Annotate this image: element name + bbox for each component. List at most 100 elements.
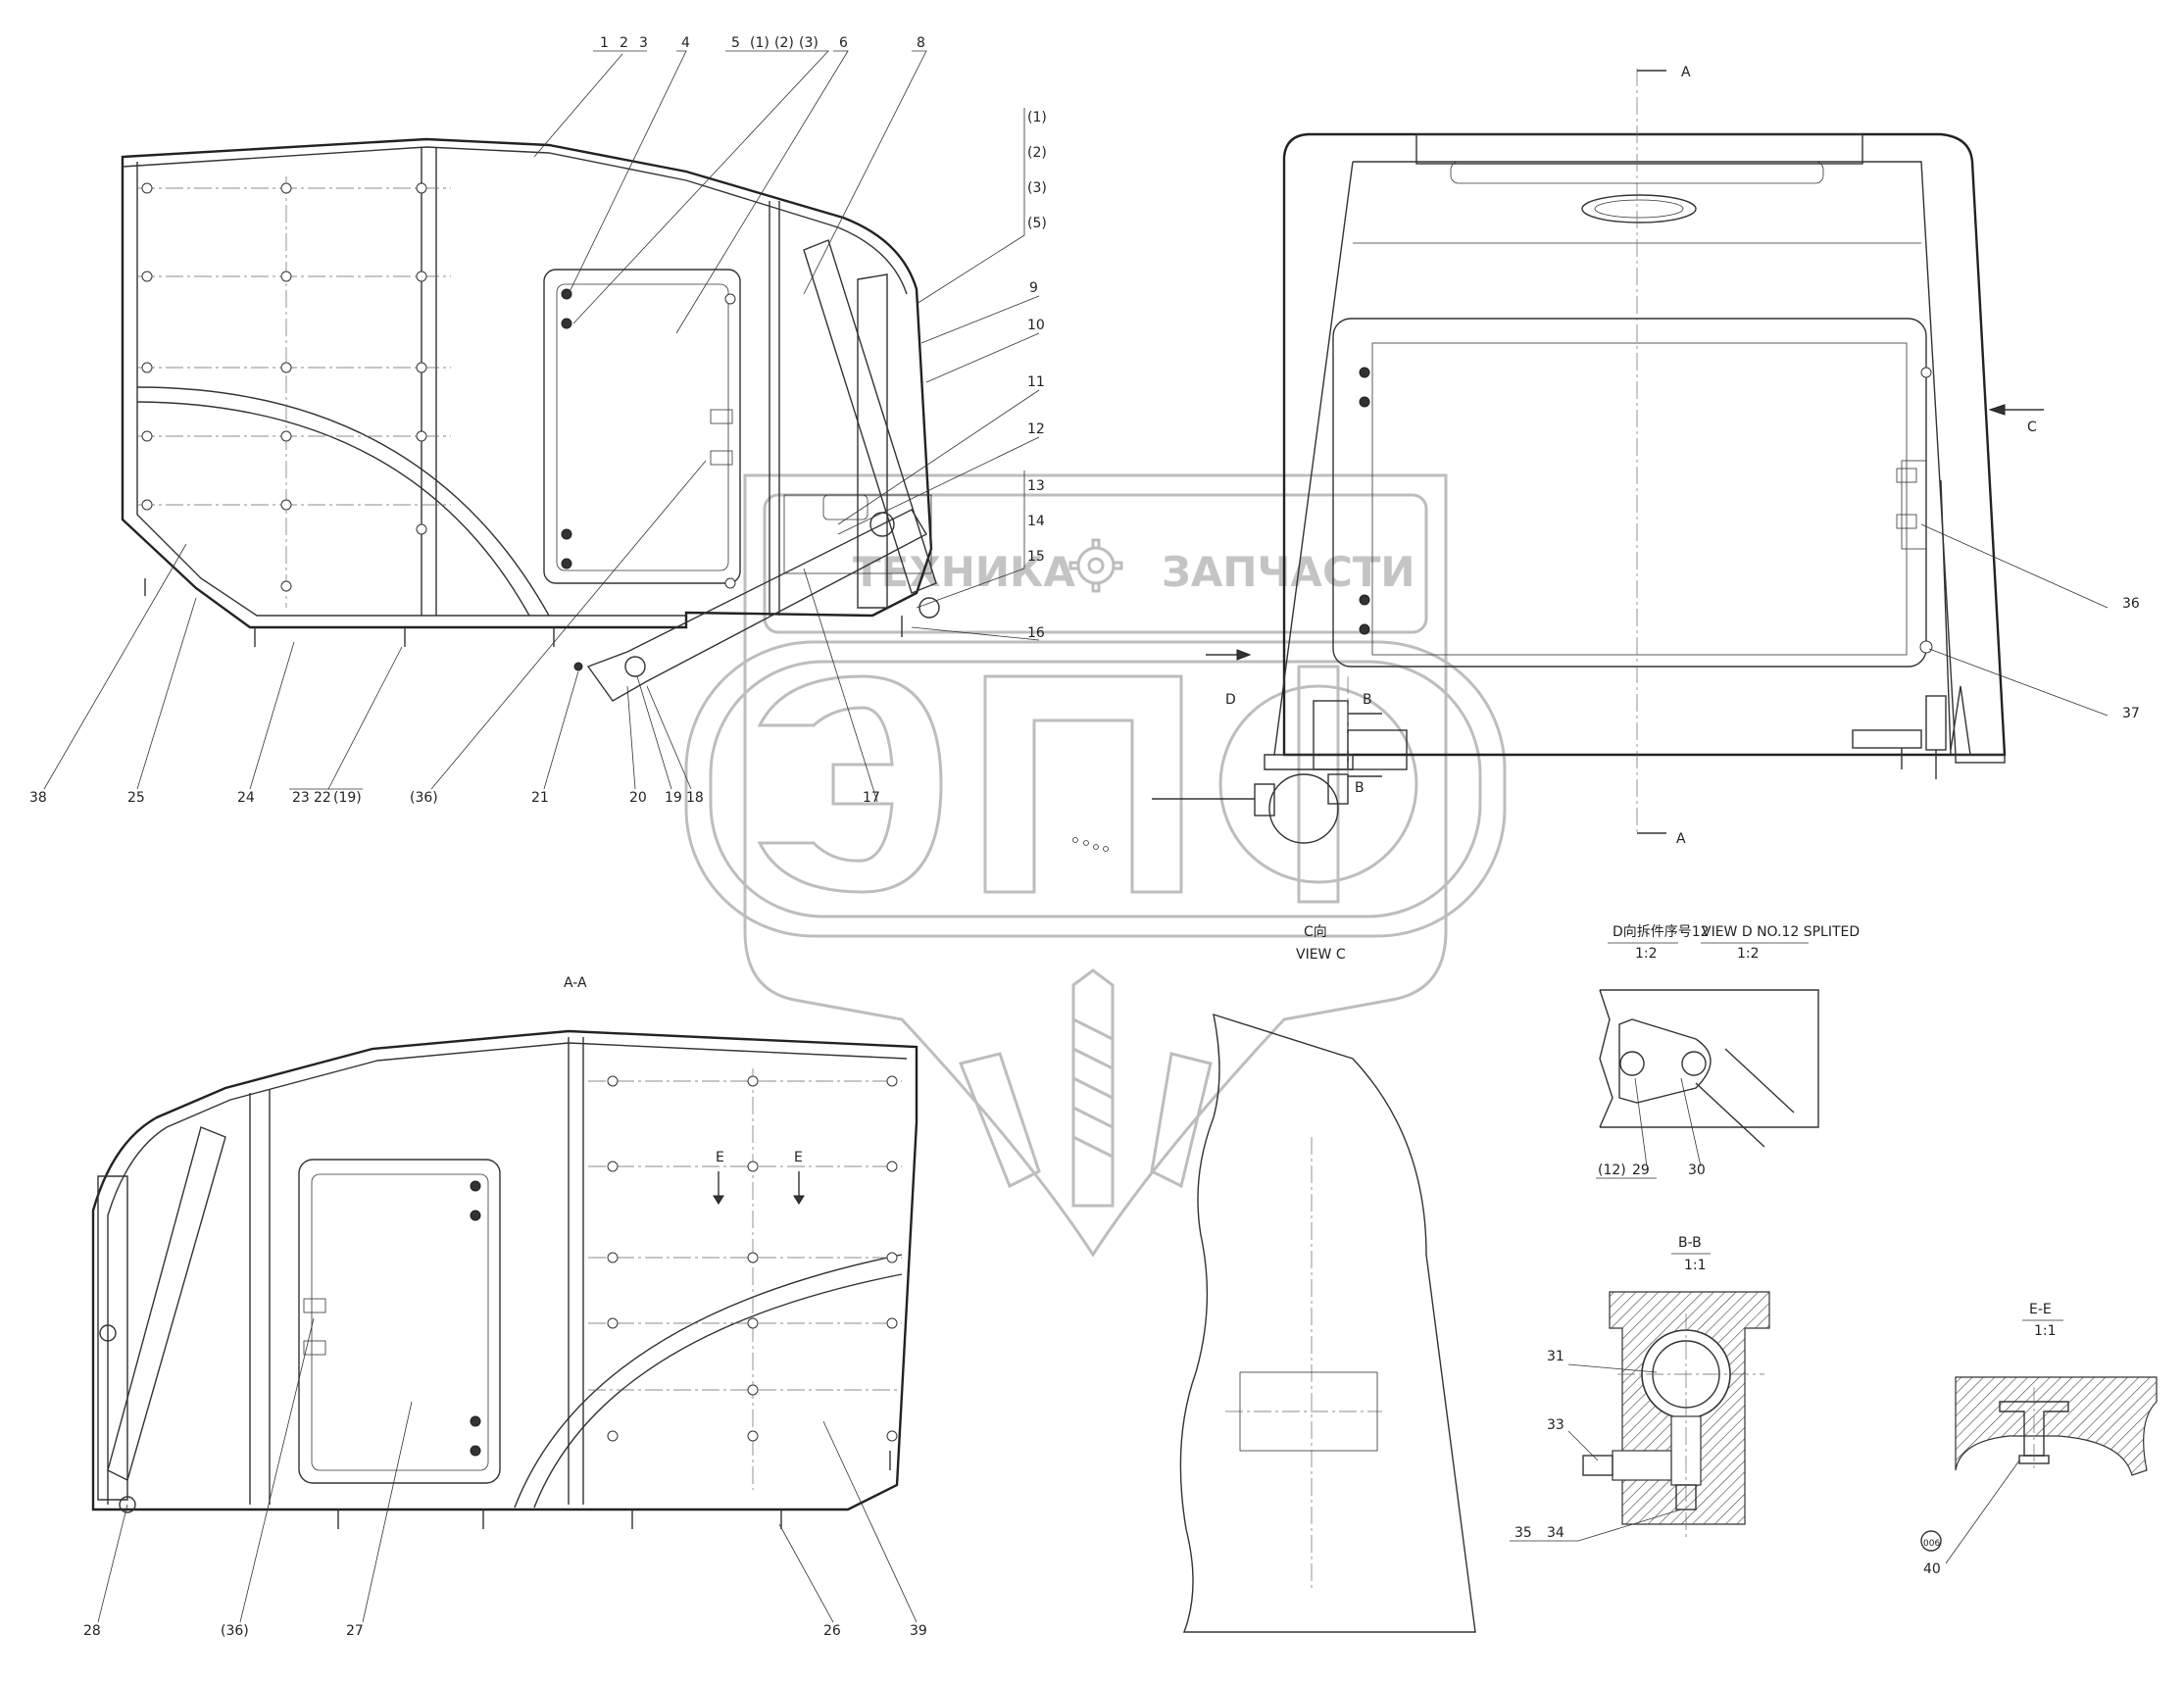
watermark-text-right: ЗАПЧАСТИ [1162,548,1415,596]
callout-label: 11 [1027,374,1045,390]
callout-label: 31 [1547,1349,1564,1364]
callout-label: 28 [83,1623,101,1639]
callout-label: VIEW C [1296,947,1346,963]
watermark-panel-big-inner [709,660,1482,918]
callout-label: 17 [863,790,880,806]
callout-label: 1 [600,35,609,51]
callout-label: 35 [1514,1525,1532,1541]
front-window [1332,318,1927,668]
gas-spring-arm [586,509,927,702]
callout-label: (12) [1598,1163,1626,1178]
callout-label: 25 [127,790,145,806]
callout-label: 34 [1547,1525,1564,1541]
callout-label: 14 [1027,514,1045,529]
callout-label: 39 [910,1623,927,1639]
callout-label: D向拆件序号12 [1613,924,1710,940]
hole-grid-aa [588,1068,902,1490]
callout-label: (36) [221,1623,249,1639]
callout-label: A [1681,65,1691,80]
watermark-panel-top [763,493,1428,634]
hole-grid-left [137,176,451,608]
watermark-big-letters [757,665,1418,904]
callout-label: 13 [1027,478,1045,494]
callout-label: 37 [2122,706,2140,721]
gear-icon [1068,538,1123,593]
callout-label: 40 [1923,1561,1941,1577]
callout-label: E [716,1150,724,1165]
callout-label: 9 [1029,280,1038,296]
watermark-shield [743,473,1448,1258]
callout-label: (36) [410,790,438,806]
callout-label: A [1676,831,1686,847]
callout-label: (2) [1027,145,1047,161]
callout-label: 1:2 [1635,946,1658,962]
door-window-left [543,269,741,584]
callout-label: (1) [1027,110,1047,125]
callouts-top-left: 1 2 3 4 5 (1) (2) (3) 6 8 (1) (2) (3) (5… [29,35,1047,806]
watermark: ТЕХНИКА ЗАПЧАСТИ [684,473,1507,1258]
callout-label: (5) [1027,216,1047,231]
callout-label: E [794,1150,803,1165]
callout-label: 1:1 [1684,1258,1707,1273]
callout-label: 21 [531,790,549,806]
callout-label: 24 [237,790,255,806]
callout-label: 29 [1632,1163,1650,1178]
callout-label: C [2027,420,2037,435]
section-aa-outline [91,1029,918,1511]
callout-label: E-E [2029,1302,2052,1317]
callout-label: 19 [665,790,682,806]
view-c-outline [1179,1013,1476,1633]
view-d-detail: D向拆件序号12 1:2 VIEW D NO.12 SPLITED 1:2 (1… [1596,924,1860,1179]
callout-label: 10 [1027,318,1045,333]
callout-label: (1) [750,35,769,51]
callout-label: VIEW D NO.12 SPLITED [1702,924,1860,940]
callout-label: 38 [29,790,47,806]
side-view-outline [121,137,933,629]
section-aa-view: A-A [83,975,927,1639]
callout-label: 5 [731,35,740,51]
callout-label: 18 [686,790,704,806]
callout-label: B [1355,780,1365,796]
door-window-aa [298,1159,501,1484]
callout-label: 8 [917,35,925,51]
callout-label: B [1363,692,1372,708]
callout-label: 1:2 [1737,946,1760,962]
callout-label: (3) [799,35,819,51]
callout-label: 33 [1547,1417,1564,1433]
callout-label: 30 [1688,1163,1706,1178]
callout-label: 27 [346,1623,364,1639]
callout-label: 26 [823,1623,841,1639]
callout-label: (3) [1027,180,1047,196]
callout-label: 4 [681,35,690,51]
section-ee: E-E 1:1 006 40 [1920,1302,2158,1577]
view-c: C向 VIEW C [1179,924,1476,1633]
watermark-wheat [958,968,1213,1208]
callout-label: (2) [774,35,794,51]
watermark-text-left: ТЕХНИКА [853,548,1075,596]
watermark-panel-big [684,640,1507,938]
side-view-top-left [121,137,940,702]
section-aa-title: A-A [564,975,587,991]
callout-label: B-B [1678,1235,1702,1251]
callout-label: 12 [1027,421,1045,437]
callout-label: 6 [839,35,848,51]
callout-label: 22 [314,790,331,806]
callout-label: 1:1 [2034,1323,2057,1339]
callout-label: 20 [629,790,647,806]
bottom-bolts-left [144,578,903,647]
callout-label: (19) [333,790,362,806]
callout-label: 23 [292,790,310,806]
detail-dots [1072,837,1109,852]
callout-label: 006 [1923,1539,1940,1549]
front-view-top-right: A A C D B B 36 37 [1152,65,2140,847]
callout-label: D [1225,692,1236,708]
callout-label: 3 [639,35,648,51]
callout-label: 15 [1027,549,1045,565]
callout-label: 36 [2122,596,2140,612]
section-bb: B-B 1:1 31 33 35 34 [1510,1235,1770,1542]
front-view-outline [1282,132,2007,757]
callout-label: 16 [1027,625,1045,641]
callout-label: 2 [620,35,628,51]
callout-label: C向 [1304,924,1327,940]
